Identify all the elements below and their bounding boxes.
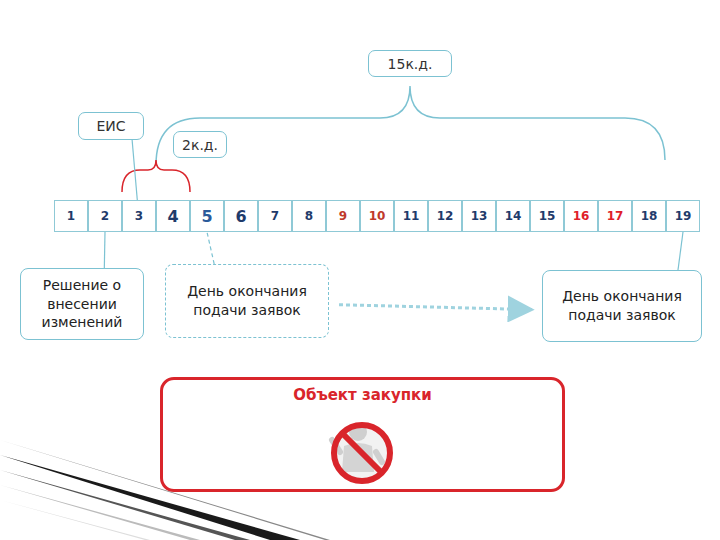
- day-cell: 1: [54, 200, 88, 232]
- node-text: 1: [67, 209, 75, 223]
- node-text: 16: [573, 209, 590, 223]
- node-text: 9: [339, 209, 347, 223]
- duration-tag: 15к.д.: [368, 50, 452, 77]
- span-brace-15: [156, 86, 665, 165]
- connector: [132, 140, 137, 200]
- day-cell: 19: [666, 200, 700, 232]
- duration-tag: 2к.д.: [173, 131, 227, 158]
- connector: [339, 305, 532, 310]
- node-text: Объект закупки: [293, 386, 432, 404]
- node-text: 12: [437, 209, 454, 223]
- connector: [207, 232, 214, 264]
- day-cell: 16: [564, 200, 598, 232]
- purchase-object-panel: Объект закупки: [160, 377, 565, 492]
- day-cell: 12: [428, 200, 462, 232]
- node-text: День окончания подачи заявок: [174, 282, 320, 320]
- day-cell: 9: [326, 200, 360, 232]
- day-cell: 13: [462, 200, 496, 232]
- prohibition-icon: [332, 423, 392, 483]
- day-cell: 18: [632, 200, 666, 232]
- node-text: 17: [607, 209, 624, 223]
- node-text: 15к.д.: [388, 56, 433, 72]
- day-cell: 3: [122, 200, 156, 232]
- deadline-callout: День окончания подачи заявок: [542, 270, 702, 342]
- connector: [678, 232, 683, 270]
- node-text: 2к.д.: [182, 137, 218, 153]
- deadline-callout: День окончания подачи заявок: [165, 264, 329, 338]
- node-text: 14: [505, 209, 522, 223]
- day-cell: 10: [360, 200, 394, 232]
- decision-callout: Решение о внесении изменений: [20, 268, 144, 340]
- node-text: 18: [641, 209, 658, 223]
- day-cell: 17: [598, 200, 632, 232]
- node-text: ЕИС: [96, 118, 125, 134]
- node-text: 13: [471, 209, 488, 223]
- node-text: 5: [201, 207, 212, 226]
- node-text: 19: [675, 209, 692, 223]
- day-cell: 4: [156, 200, 190, 232]
- node-text: 10: [369, 209, 386, 223]
- node-text: 8: [305, 209, 313, 223]
- node-text: Решение о внесении изменений: [29, 276, 135, 333]
- node-text: 6: [235, 207, 246, 226]
- day-cell: 7: [258, 200, 292, 232]
- node-text: 2: [101, 209, 109, 223]
- day-cell: 6: [224, 200, 258, 232]
- node-text: 11: [403, 209, 420, 223]
- day-cell: 11: [394, 200, 428, 232]
- system-tag: ЕИС: [78, 112, 144, 140]
- day-cell: 14: [496, 200, 530, 232]
- node-text: 4: [167, 207, 178, 226]
- connector: [104, 232, 106, 268]
- node-text: 15: [539, 209, 556, 223]
- day-cell: 15: [530, 200, 564, 232]
- day-cell: 8: [292, 200, 326, 232]
- node-text: 7: [271, 209, 279, 223]
- node-text: День окончания подачи заявок: [551, 287, 693, 325]
- node-text: 3: [135, 209, 143, 223]
- day-cell: 2: [88, 200, 122, 232]
- day-cell: 5: [190, 200, 224, 232]
- span-brace-2: [122, 160, 190, 192]
